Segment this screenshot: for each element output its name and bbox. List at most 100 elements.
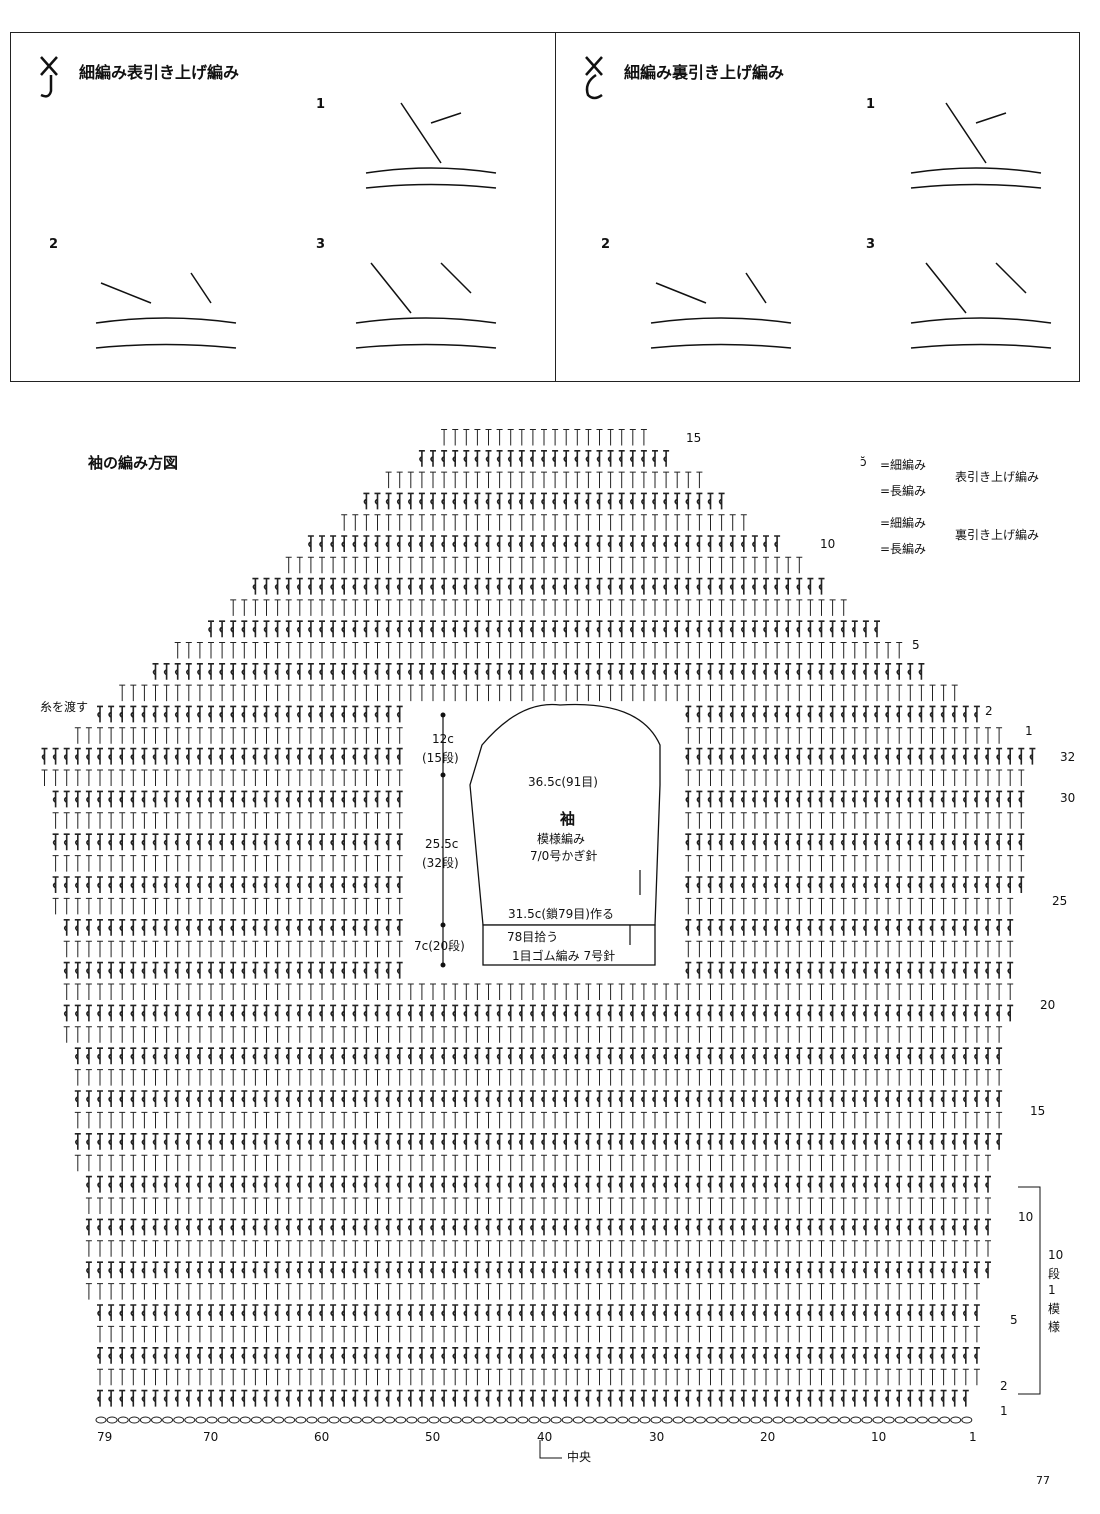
right-instruction-panel: 細編み裏引き上げ編み 1 2 3 xyxy=(555,32,1080,382)
dimension-label: (32段) xyxy=(422,856,459,870)
stitch-row xyxy=(97,705,980,723)
step-illustration xyxy=(910,102,1042,189)
panel-title: 細編み裏引き上げ編み xyxy=(624,63,785,82)
legend-symbol-icon: ɔ̆ xyxy=(860,455,867,469)
stitch-row xyxy=(85,1240,991,1257)
dimension-label: 12c xyxy=(432,732,454,746)
column-number-label: 1 xyxy=(969,1430,977,1444)
stitch-row xyxy=(52,833,1025,851)
stitch-row xyxy=(441,429,647,446)
stitch-row xyxy=(52,855,1025,872)
row-number-label: 1 xyxy=(1025,724,1033,738)
stitch-row xyxy=(252,577,825,595)
page-number: 77 xyxy=(1036,1474,1050,1487)
stitch-row xyxy=(52,790,1025,808)
stitch-row xyxy=(63,919,1014,936)
column-number-label: 30 xyxy=(649,1430,665,1444)
row-number-label: 5 xyxy=(1010,1313,1018,1327)
sleeve-outline xyxy=(469,703,661,926)
stitch-row xyxy=(74,1069,1003,1086)
stitch-row xyxy=(341,514,747,531)
column-number-label: 20 xyxy=(760,1430,776,1444)
legend-group-label: 裏引き上げ編み xyxy=(955,528,1040,542)
stitch-row xyxy=(74,1090,1003,1107)
back-post-sc-symbol-icon xyxy=(585,56,603,100)
stitch-row xyxy=(119,684,958,702)
dimension-label: (15段) xyxy=(422,751,459,765)
piece-name: 袖 xyxy=(560,810,576,828)
row-number-label: 25 xyxy=(1052,894,1068,908)
stitch-row xyxy=(41,769,1025,786)
stitch-row xyxy=(63,1026,1003,1043)
stitch-row xyxy=(74,727,1003,744)
stitch-row xyxy=(63,940,1014,958)
row-number-label: 20 xyxy=(1040,998,1056,1012)
stitch-row xyxy=(97,1389,969,1407)
row-number-label: 15 xyxy=(686,431,702,445)
row-number-label: 10 xyxy=(820,537,836,551)
column-number-label: 79 xyxy=(97,1430,113,1444)
cuff-outline xyxy=(482,924,656,966)
stitch-row xyxy=(97,1368,980,1386)
dimension-label: 7c(20段) xyxy=(414,939,465,953)
stitch-row xyxy=(95,1416,973,1424)
dimension-dot xyxy=(440,712,446,718)
stitch-row xyxy=(52,897,1014,915)
stitch-row xyxy=(63,961,1014,979)
panel-title: 細編み表引き上げ編み xyxy=(79,63,240,82)
column-number-label: 70 xyxy=(203,1430,219,1444)
stitch-row xyxy=(52,876,1025,893)
stitch-row xyxy=(230,599,847,616)
row-number-label: 2 xyxy=(985,704,993,718)
thread-note: 糸を渡す xyxy=(40,700,89,714)
legend-item: =長編み xyxy=(880,542,927,556)
stitch-row xyxy=(363,492,725,510)
step-number: 2 xyxy=(601,237,611,252)
legend-group-label: 表引き上げ編み xyxy=(955,470,1040,484)
step-illustration xyxy=(365,102,497,189)
step-number: 3 xyxy=(866,237,876,252)
row-number-label: 2 xyxy=(1000,1379,1008,1393)
dimension-dot xyxy=(440,922,446,928)
hook-size: 7/0号かぎ針 xyxy=(530,849,598,863)
stitch-row xyxy=(74,1154,991,1172)
stitch-row xyxy=(74,1133,1003,1150)
stitch-row xyxy=(385,471,703,489)
row-number-label: 30 xyxy=(1060,791,1076,805)
stitch-row xyxy=(74,1047,1003,1065)
step-illustration xyxy=(650,272,792,349)
row-number-label: 15 xyxy=(1030,1104,1046,1118)
left-instruction-panel: 細編み表引き上げ編み 1 2 3 xyxy=(10,32,556,382)
dimension-dot xyxy=(440,962,446,968)
repeat-note: 様 xyxy=(1048,1320,1061,1334)
stitch-row xyxy=(52,812,1025,829)
step-illustration xyxy=(355,262,497,349)
stitch-row xyxy=(285,556,803,574)
stitch-row xyxy=(74,1111,1003,1129)
pickup-note: 78目拾う xyxy=(507,930,559,944)
stitch-row xyxy=(85,1218,991,1236)
repeat-bracket xyxy=(1018,1186,1041,1395)
stitch-row xyxy=(97,1347,980,1364)
stitch-row xyxy=(85,1175,991,1193)
dimension-label: 36.5c(91目) xyxy=(528,773,598,790)
chart-title: 袖の編み方図 xyxy=(88,454,179,472)
column-number-label: 50 xyxy=(425,1430,441,1444)
row-number-label: 10 xyxy=(1018,1210,1034,1224)
legend-item: =細編み xyxy=(880,516,927,530)
legend-item: =長編み xyxy=(880,484,927,498)
cuff-note: 1目ゴム編み 7号針 xyxy=(512,949,616,963)
column-number-label: 10 xyxy=(871,1430,887,1444)
column-number-label: 60 xyxy=(314,1430,330,1444)
stitch-row xyxy=(97,1325,980,1343)
center-label: 中央 xyxy=(567,1450,592,1464)
step-illustration xyxy=(95,272,237,349)
stitch-row xyxy=(152,663,925,680)
stitch-pattern: 模様編み xyxy=(537,832,586,846)
dimension-label: 31.5c(鎖79目)作る xyxy=(508,905,614,922)
dimension-dot xyxy=(440,772,446,778)
repeat-note: 1 xyxy=(1048,1283,1056,1297)
front-post-sc-symbol-icon xyxy=(40,56,58,98)
stitch-row xyxy=(41,747,1036,765)
